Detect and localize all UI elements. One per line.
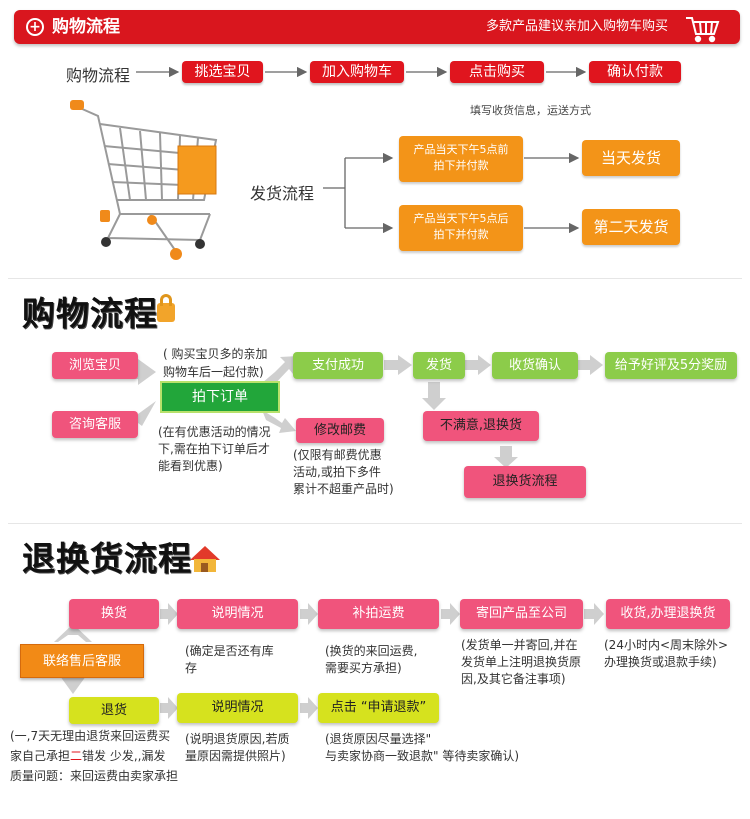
note-line: 因,及其它备注事项) [461,672,566,686]
note-line: (在有优惠活动的情况 [158,425,271,439]
give-good-review: 给予好评及5分奖励 [605,352,737,379]
consult-service: 咨询客服 [52,411,138,438]
payment-success: 支付成功 [293,352,383,379]
note-line: 活动,或拍下多件 [293,465,381,479]
note-line: 家自己承担二错发 少发,,漏发 [10,746,178,766]
flow1-note: 填写收货信息，运送方式 [470,104,591,117]
note-line: 质量问题：来回运费由卖家承担 [10,769,179,783]
note-refund-rules: (一,7天无理由退货来回运费买 家自己承担二错发 少发,,漏发 质量问题：来回运… [10,726,178,786]
refund: 退货 [69,697,159,724]
note-cart-together: ( 购买宝贝多的亲加 购物车后一起付款) [163,345,268,381]
note-exchange-fee: (换货的来回运费, 需要买方承担) [325,643,418,677]
place-order: 拍下订单 [160,381,280,413]
note-discount: (在有优惠活动的情况 下,需在拍下订单后才 能看到优惠) [158,424,271,475]
note-line: (发货单一并寄回,并在 [461,638,578,652]
header-subtitle: 多款产品建议亲加入购物车购买 [485,19,668,34]
note-line: 存 [185,661,198,675]
note-apply-refund: (退货原因尽量选择" 与卖家协商一致退款" 等待卖家确认) [325,731,519,765]
section3-title: 退换货流程 [22,539,192,578]
note-refund-reason: (说明退货原因,若质 量原因需提供照片) [185,731,290,765]
condition-line: 产品当天下午5点后 [413,212,509,225]
note-line: (换货的来回运费, [325,644,418,658]
unsatisfied-return: 不满意,退换货 [423,411,539,441]
note-line: (一,7天无理由退货来回运费买 [10,729,171,743]
note-line: 购物车后一起付款) [163,365,264,379]
divider [8,523,742,524]
note-process-time: (24小时内<周末除外> 办理换货或退款手续) [604,637,728,671]
note-line: 发货单上注明退换货原 [461,655,582,669]
note-line: 与卖家协商一致退款" 等待卖家确认) [325,749,520,763]
pay-extra-shipping: 补拍运费 [318,599,439,629]
confirm-receipt: 收货确认 [492,352,578,379]
note-line: ( 购买宝贝多的亲加 [163,347,268,361]
ship-condition-before-5pm: 产品当天下午5点前 拍下并付款 [399,136,523,182]
note-line: (仅限有邮费优惠 [293,448,382,462]
note-line: 能看到优惠) [158,459,223,473]
ship-goods: 发货 [413,352,465,379]
note-text: 错发 少发,,漏发 [82,749,166,763]
note-line: 量原因需提供照片) [185,749,286,763]
exchange: 换货 [69,599,159,629]
note-line: (退货原因尽量选择" [325,732,432,746]
ship-condition-after-5pm: 产品当天下午5点后 拍下并付款 [399,205,523,251]
note-highlight: 二 [70,749,83,763]
explain-refund: 说明情况 [177,693,298,723]
note-line: 办理换货或退款手续) [604,655,717,669]
return-exchange-flow: 退换货流程 [464,466,586,498]
condition-line: 产品当天下午5点前 [413,143,509,156]
flow1-label: 购物流程 [66,66,131,85]
condition-line: 拍下并付款 [433,159,489,172]
lock-icon [157,303,175,322]
browse-item: 浏览宝贝 [52,352,138,379]
note-line: (24小时内<周末除外> [604,638,729,652]
section2-title: 购物流程 [22,294,158,333]
note-stock: (确定是否还有库 存 [185,643,274,677]
note-send-back: (发货单一并寄回,并在 发货单上注明退换货原 因,及其它备注事项) [461,637,581,688]
header-bar [14,10,740,44]
step-pick-item: 挑选宝贝 [182,61,263,83]
ship-next-day: 第二天发货 [582,209,680,245]
note-line: (说明退货原因,若质 [185,732,290,746]
note-line: 累计不超重产品时) [293,482,394,496]
step-click-buy: 点击购买 [450,61,544,83]
step-confirm-pay: 确认付款 [589,61,681,83]
note-text: 家自己承担 [10,749,71,763]
condition-line: 拍下并付款 [433,228,489,241]
explain-exchange: 说明情况 [177,599,298,629]
lock-shackle [160,294,172,306]
note-postage: (仅限有邮费优惠 活动,或拍下多件 累计不超重产品时) [293,447,394,498]
plus-circle-icon: + [26,18,44,36]
note-line: 下,需在拍下订单后才 [158,442,270,456]
header-title: 购物流程 [52,17,120,37]
step-add-to-cart: 加入购物车 [310,61,404,83]
note-line: 需要买方承担) [325,661,402,675]
receive-and-process: 收货,办理退换货 [606,599,730,629]
note-line: (确定是否还有库 [185,644,274,658]
contact-after-sales: 联络售后客服 [20,644,144,678]
apply-refund: 点击 “申请退款” [318,693,439,723]
send-back-product: 寄回产品至公司 [460,599,583,629]
modify-postage: 修改邮费 [296,418,384,443]
ship-same-day: 当天发货 [582,140,680,176]
ship-label: 发货流程 [250,184,315,203]
divider [8,278,742,279]
